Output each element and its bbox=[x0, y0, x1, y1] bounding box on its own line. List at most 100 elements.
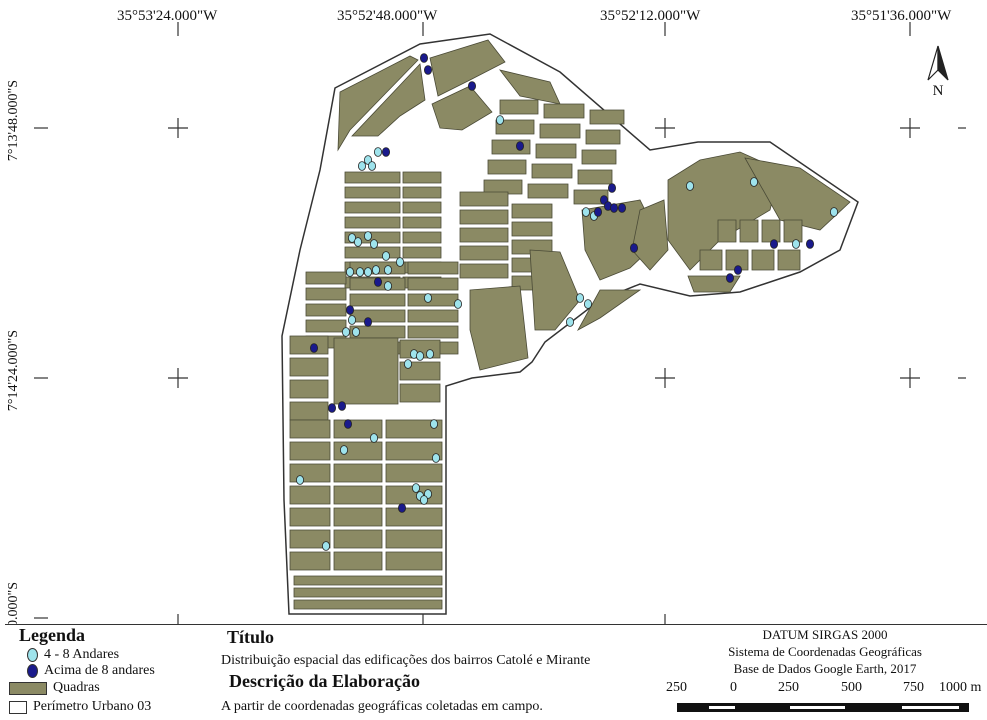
building-point-4-8 bbox=[347, 233, 356, 243]
building-point-4-8 bbox=[830, 207, 839, 217]
white-swatch-icon bbox=[9, 700, 27, 714]
scale-label: 750 bbox=[903, 680, 924, 695]
city-block bbox=[333, 337, 399, 405]
legend-item-light-dot: 4 - 8 Andares bbox=[27, 647, 119, 663]
city-block bbox=[402, 246, 442, 259]
building-point-4-8 bbox=[345, 267, 354, 277]
city-block bbox=[344, 186, 401, 199]
city-block bbox=[491, 139, 531, 155]
city-block bbox=[385, 551, 443, 571]
building-point-4-8 bbox=[686, 181, 695, 191]
city-block bbox=[431, 85, 493, 131]
city-block bbox=[459, 191, 509, 207]
building-point-4-8 bbox=[383, 265, 392, 275]
city-block bbox=[459, 227, 509, 243]
legend-label: Acima de 8 andares bbox=[44, 663, 155, 678]
legend-title: Legenda bbox=[19, 625, 86, 645]
city-block bbox=[725, 249, 749, 271]
legend-item-perimeter: Perímetro Urbano 03 bbox=[9, 699, 151, 715]
building-point-4-8 bbox=[355, 267, 364, 277]
city-block bbox=[289, 529, 331, 549]
info-panel: Título Distribuição espacial das edifica… bbox=[217, 624, 664, 720]
city-block bbox=[293, 575, 443, 586]
city-block bbox=[289, 357, 329, 377]
building-point-4-8 bbox=[415, 351, 424, 361]
scale-label: 500 bbox=[841, 680, 862, 695]
building-point-4-8 bbox=[584, 299, 593, 309]
city-block bbox=[305, 319, 347, 333]
building-point-4-8 bbox=[353, 237, 362, 247]
city-block bbox=[351, 63, 426, 137]
building-point-above-8 bbox=[423, 65, 432, 75]
city-block bbox=[293, 599, 443, 610]
building-point-above-8 bbox=[373, 277, 382, 287]
city-block bbox=[483, 179, 523, 195]
building-point-4-8 bbox=[357, 161, 366, 171]
city-block bbox=[576, 289, 642, 332]
building-point-4-8 bbox=[321, 541, 330, 551]
city-block bbox=[402, 201, 442, 214]
datum-line-3: Base de Dados Google Earth, 2017 bbox=[733, 661, 917, 676]
building-point-4-8 bbox=[576, 293, 585, 303]
city-block bbox=[761, 219, 781, 243]
city-block bbox=[289, 379, 329, 399]
legend-item-blocks: Quadras bbox=[9, 680, 100, 696]
olive-swatch-icon bbox=[9, 681, 47, 695]
building-point-4-8 bbox=[367, 161, 376, 171]
north-arrow bbox=[927, 45, 949, 81]
points-layer bbox=[295, 53, 839, 551]
scale-label: 250 bbox=[778, 680, 799, 695]
building-point-above-8 bbox=[419, 53, 428, 63]
longitude-label-2: 35°52'48.000"W bbox=[337, 8, 438, 24]
city-block bbox=[407, 293, 459, 307]
building-point-above-8 bbox=[726, 273, 735, 283]
building-point-above-8 bbox=[467, 81, 476, 91]
city-block bbox=[402, 231, 442, 244]
city-block bbox=[459, 245, 509, 261]
title-heading: Título bbox=[227, 627, 275, 647]
building-point-4-8 bbox=[431, 453, 440, 463]
city-block bbox=[699, 249, 723, 271]
building-point-4-8 bbox=[371, 265, 380, 275]
city-block bbox=[585, 129, 621, 145]
city-block bbox=[539, 123, 581, 139]
city-block bbox=[289, 419, 331, 439]
building-point-above-8 bbox=[618, 203, 627, 213]
city-block bbox=[577, 169, 613, 185]
city-block bbox=[385, 463, 443, 483]
building-point-4-8 bbox=[750, 177, 759, 187]
building-point-above-8 bbox=[608, 183, 617, 193]
building-point-4-8 bbox=[369, 239, 378, 249]
building-point-above-8 bbox=[630, 243, 639, 253]
light-blue-dot-icon bbox=[27, 648, 38, 662]
city-block bbox=[399, 383, 441, 403]
city-block bbox=[751, 249, 775, 271]
datum-line-1: DATUM SIRGAS 2000 bbox=[762, 627, 888, 642]
city-block bbox=[407, 325, 459, 339]
city-block bbox=[589, 109, 625, 125]
city-block bbox=[289, 551, 331, 571]
city-block bbox=[429, 39, 506, 97]
city-block bbox=[739, 219, 759, 243]
city-block bbox=[407, 309, 459, 323]
city-block bbox=[337, 55, 419, 152]
building-point-above-8 bbox=[734, 265, 743, 275]
scale-bar bbox=[677, 703, 969, 712]
datum-line-2: Sistema de Coordenadas Geográficas bbox=[728, 644, 922, 659]
city-block bbox=[293, 587, 443, 598]
city-block bbox=[495, 119, 535, 135]
building-point-above-8 bbox=[363, 317, 372, 327]
scale-label: 250 bbox=[666, 680, 687, 695]
legend-panel: Legenda 4 - 8 Andares Acima de 8 andares… bbox=[5, 624, 218, 720]
city-block bbox=[407, 261, 459, 275]
building-point-4-8 bbox=[423, 293, 432, 303]
building-point-4-8 bbox=[373, 147, 382, 157]
city-block bbox=[777, 249, 801, 271]
building-point-4-8 bbox=[425, 349, 434, 359]
building-point-4-8 bbox=[369, 433, 378, 443]
city-block bbox=[344, 201, 401, 214]
building-point-above-8 bbox=[397, 503, 406, 513]
city-block bbox=[349, 293, 406, 307]
building-point-4-8 bbox=[395, 257, 404, 267]
city-block bbox=[543, 103, 585, 119]
